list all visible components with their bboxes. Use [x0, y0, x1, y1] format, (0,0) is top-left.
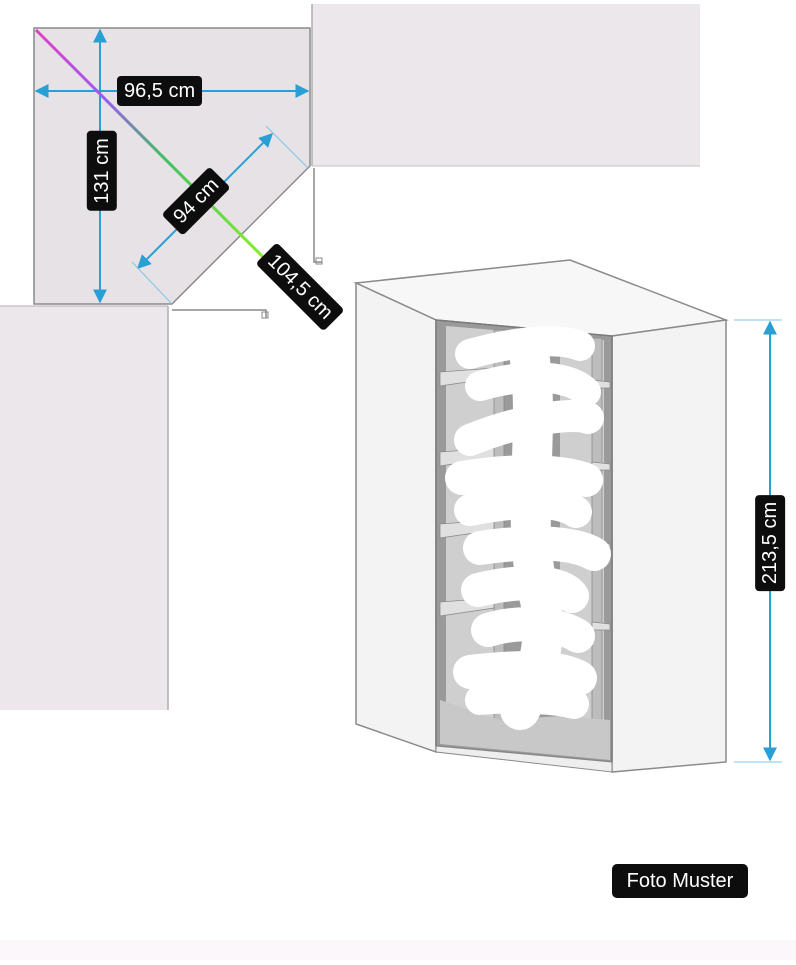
cabinet-floor	[440, 700, 610, 760]
cabinet-left-panel	[355, 281, 437, 754]
caption-badge: Foto Muster	[612, 864, 748, 898]
dim-extension-1	[131, 261, 173, 305]
door-marker-left	[172, 309, 267, 318]
door-handle-right	[315, 257, 323, 265]
floor-plan	[0, 4, 700, 710]
diagonal-measure-line	[34, 28, 270, 264]
dim-extension-2	[265, 125, 309, 169]
label-depth: 131 cm	[86, 131, 117, 211]
censor-scribble	[445, 326, 611, 730]
door-handle-left	[261, 311, 269, 319]
cabinet-plinth	[435, 745, 613, 773]
wall-right	[312, 4, 700, 166]
label-height: 213,5 cm	[755, 494, 786, 592]
wall-left	[0, 306, 168, 710]
bottom-strip	[0, 940, 796, 960]
cabinet-right-panel	[611, 319, 727, 773]
cabinet-3d	[353, 259, 782, 773]
door-marker-right	[313, 168, 322, 263]
label-width: 96,5 cm	[117, 76, 203, 106]
